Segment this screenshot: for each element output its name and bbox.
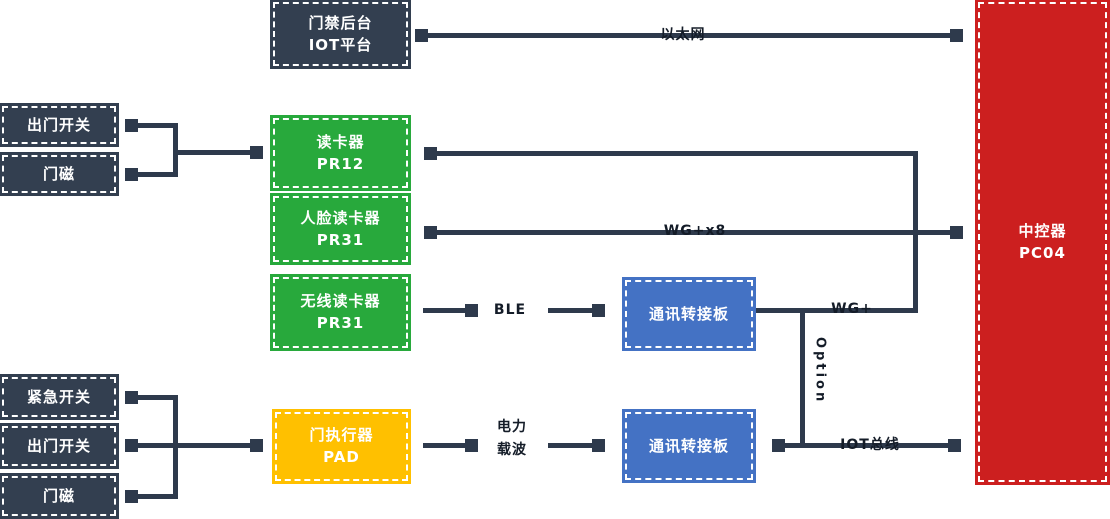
connector-endpoint [465,304,478,317]
node-label: 无线读卡器 [300,292,381,311]
node-comm-board-top: 通讯转接板 [625,280,753,348]
connector-emergency-switch [138,395,178,400]
connector-endpoint [125,391,138,404]
node-label: PR31 [316,230,365,249]
node-label: PR31 [316,314,365,332]
connector-door-magnet-top [138,172,178,177]
connector-wiegand-x8 [437,230,950,235]
connector-iot-bus [785,443,948,448]
node-label: 人脸读卡器 [300,208,381,227]
connector-endpoint [592,439,605,452]
connector-ethernet [428,33,952,38]
node-label: 门执行器 [309,426,374,445]
connector-endpoint [250,146,263,159]
label-ethernet: 以太网 [660,27,706,43]
label-plc: 电力 载波 [487,419,537,459]
label-ble: BLE [493,302,527,318]
node-label: PAD [323,448,360,466]
node-label: 读卡器 [316,132,365,151]
label-plc-line1: 电力 [497,419,527,435]
node-label: 门禁后台 [308,13,373,32]
node-label: 出门开关 [26,436,91,455]
connector-endpoint [424,147,437,160]
connector-merge-top [173,123,178,177]
node-label: 通讯转接板 [648,304,729,323]
node-label: 门磁 [42,164,75,183]
connector-merge-bottom [173,395,178,499]
connector-exit-switch-bottom [138,443,250,448]
connector-endpoint [125,490,138,503]
connector-endpoint [950,226,963,239]
connector-reader-bus [437,151,918,156]
label-iot-bus: IOT总线 [840,437,900,453]
connector-endpoint [465,439,478,452]
connector-ble-left [423,308,465,313]
connector-plc-left [423,443,465,448]
node-exit-switch-top: 出门开关 [2,106,116,144]
connector-endpoint [415,29,428,42]
label-wiegand-x8: WG+x8 [663,223,727,239]
connector-door-magnet-bottom [138,494,178,499]
connector-endpoint [125,119,138,132]
connector-option [800,310,805,446]
connector-exit-switch-top [138,123,178,128]
node-comm-board-bottom: 通讯转接板 [625,412,753,480]
connector-to-reader [178,150,250,155]
node-label: 紧急开关 [26,387,91,406]
connector-endpoint [948,439,961,452]
node-backend-iot-platform: 门禁后台 IOT平台 [273,2,408,66]
label-plc-line2: 载波 [497,441,527,458]
connector-endpoint [125,168,138,181]
node-reader-pr12: 读卡器 PR12 [273,118,408,188]
connector-plc-right [548,443,592,448]
node-face-reader-pr31: 人脸读卡器 PR31 [273,196,408,262]
node-label: PC04 [1019,243,1066,262]
node-label: 中控器 [1018,221,1067,240]
connector-endpoint [125,439,138,452]
connector-endpoint [250,439,263,452]
node-label: 出门开关 [26,115,91,134]
node-label: 通讯转接板 [648,436,729,455]
node-door-magnet-bottom: 门磁 [2,476,116,516]
node-wireless-reader-pr31: 无线读卡器 PR31 [273,277,408,348]
connector-ble-right [548,308,592,313]
node-door-actuator-pad: 门执行器 PAD [275,412,408,481]
connector-endpoint [592,304,605,317]
node-label: PR12 [316,154,365,173]
label-option: Option [812,337,828,405]
node-controller-pc04: 中控器 PC04 [978,2,1107,482]
node-label: IOT平台 [308,35,373,54]
node-exit-switch-bottom: 出门开关 [2,426,116,466]
node-door-magnet-top: 门磁 [2,155,116,193]
connector-endpoint [950,29,963,42]
connector-endpoint [424,226,437,239]
connector-endpoint [772,439,785,452]
connector-wiegand-plus [753,308,918,313]
label-wiegand-plus: WG+ [831,301,873,317]
node-label: 门磁 [42,486,75,505]
node-emergency-switch: 紧急开关 [2,377,116,417]
